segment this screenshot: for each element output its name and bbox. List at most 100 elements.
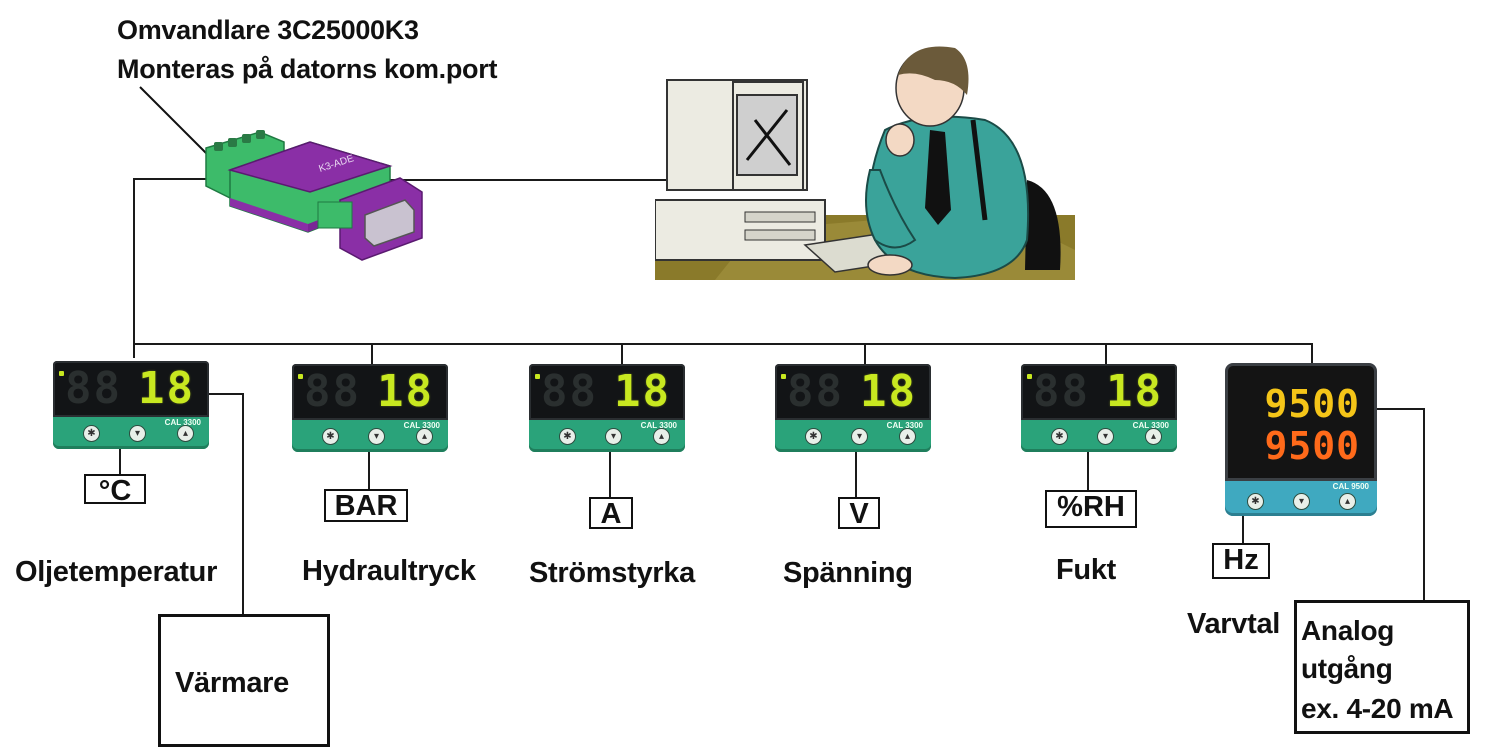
stem-2 bbox=[368, 452, 370, 489]
wire-drop-4 bbox=[864, 343, 866, 365]
wire-to-computer bbox=[385, 179, 668, 181]
up-button-icon[interactable]: ▴ bbox=[899, 428, 916, 445]
heater-wire-h bbox=[209, 393, 244, 395]
wire-bus bbox=[133, 343, 1313, 345]
meter-display: 88 18 bbox=[53, 361, 209, 417]
heater-label: Värmare bbox=[175, 667, 289, 699]
meter-reading: 18 bbox=[614, 366, 671, 417]
computer-user-illustration bbox=[655, 46, 1075, 280]
down-button-icon[interactable]: ▾ bbox=[129, 425, 146, 442]
down-button-icon[interactable]: ▾ bbox=[1097, 428, 1114, 445]
meter-ghost-digits: 88 bbox=[1033, 366, 1090, 417]
unit-box-celsius: °C bbox=[84, 474, 146, 506]
up-button-icon[interactable]: ▴ bbox=[416, 428, 433, 445]
meter-keypad: CAL 3300 ✱ ▾ ▴ bbox=[53, 417, 209, 449]
meter-reading: 18 bbox=[377, 366, 434, 417]
label-oil-temperature: Oljetemperatur bbox=[15, 556, 218, 588]
wire-drop-6 bbox=[1311, 343, 1313, 365]
converter-subtitle: Monteras på datorns kom.port bbox=[117, 54, 498, 84]
label-voltage: Spänning bbox=[783, 557, 913, 589]
analog-line2: utgång bbox=[1301, 653, 1393, 684]
star-button-icon[interactable]: ✱ bbox=[83, 425, 100, 442]
up-button-icon[interactable]: ▴ bbox=[1145, 428, 1162, 445]
wire-left-vertical bbox=[133, 178, 135, 358]
leader-line bbox=[139, 86, 211, 158]
unit-box-hz: Hz bbox=[1212, 543, 1270, 579]
wire-drop-5 bbox=[1105, 343, 1107, 365]
stem-3 bbox=[609, 452, 611, 497]
down-button-icon[interactable]: ▾ bbox=[1293, 493, 1310, 510]
star-button-icon[interactable]: ✱ bbox=[805, 428, 822, 445]
star-button-icon[interactable]: ✱ bbox=[559, 428, 576, 445]
temperature-meter: 88 18 CAL 3300 ✱ ▾ ▴ bbox=[53, 361, 209, 449]
unit-box-ampere: A bbox=[589, 497, 633, 529]
converter-title: Omvandlare 3C25000K3 bbox=[117, 15, 419, 45]
star-button-icon[interactable]: ✱ bbox=[322, 428, 339, 445]
heater-box: Värmare bbox=[158, 614, 330, 747]
analog-output-box: Analog utgång ex. 4-20 mA bbox=[1294, 600, 1470, 734]
label-hydraulic-pressure: Hydraultryck bbox=[302, 555, 476, 587]
label-rpm: Varvtal bbox=[1187, 608, 1281, 640]
down-button-icon[interactable]: ▾ bbox=[851, 428, 868, 445]
meter-keypad: CAL 3300 ✱ ▾ ▴ bbox=[775, 420, 931, 452]
meter-model: CAL 3300 bbox=[403, 421, 440, 430]
status-led bbox=[781, 374, 786, 379]
unit-box-volt: V bbox=[838, 497, 880, 529]
current-meter: 88 18 CAL 3300 ✱ ▾ ▴ bbox=[529, 364, 685, 452]
unit-box-bar: BAR bbox=[324, 489, 408, 522]
star-button-icon[interactable]: ✱ bbox=[1051, 428, 1068, 445]
label-humidity: Fukt bbox=[1056, 554, 1117, 586]
analog-wire-v bbox=[1423, 408, 1425, 600]
meter-model: CAL 3300 bbox=[1132, 421, 1169, 430]
meter-ghost-digits: 88 bbox=[304, 366, 361, 417]
meter-model: CAL 3300 bbox=[164, 418, 201, 427]
up-button-icon[interactable]: ▴ bbox=[653, 428, 670, 445]
humidity-meter: 88 18 CAL 3300 ✱ ▾ ▴ bbox=[1021, 364, 1177, 452]
rpm-model: CAL 9500 bbox=[1332, 482, 1369, 491]
rpm-reading-top: 9500 bbox=[1264, 382, 1360, 426]
meter-reading: 18 bbox=[138, 363, 195, 414]
meter-ghost-digits: 88 bbox=[541, 366, 598, 417]
meter-model: CAL 3300 bbox=[886, 421, 923, 430]
status-led bbox=[298, 374, 303, 379]
stem-5 bbox=[1087, 452, 1089, 490]
star-button-icon[interactable]: ✱ bbox=[1247, 493, 1264, 510]
up-button-icon[interactable]: ▴ bbox=[177, 425, 194, 442]
meter-keypad: CAL 3300 ✱ ▾ ▴ bbox=[292, 420, 448, 452]
analog-line3: ex. 4-20 mA bbox=[1301, 693, 1454, 724]
rpm-display: 9500 9500 bbox=[1225, 363, 1377, 481]
meter-keypad: CAL 3300 ✱ ▾ ▴ bbox=[1021, 420, 1177, 452]
meter-reading: 18 bbox=[1106, 366, 1163, 417]
wire-top-left bbox=[133, 178, 225, 180]
down-button-icon[interactable]: ▾ bbox=[368, 428, 385, 445]
rpm-meter: 9500 9500 CAL 9500 ✱ ▾ ▴ bbox=[1225, 363, 1377, 516]
meter-display: 88 18 bbox=[775, 364, 931, 420]
meter-reading: 18 bbox=[860, 366, 917, 417]
rpm-reading-bottom: 9500 bbox=[1264, 424, 1360, 468]
stem-1 bbox=[119, 449, 121, 475]
meter-model: CAL 3300 bbox=[640, 421, 677, 430]
voltage-meter: 88 18 CAL 3300 ✱ ▾ ▴ bbox=[775, 364, 931, 452]
pressure-meter: 88 18 CAL 3300 ✱ ▾ ▴ bbox=[292, 364, 448, 452]
meter-display: 88 18 bbox=[292, 364, 448, 420]
meter-keypad: CAL 3300 ✱ ▾ ▴ bbox=[529, 420, 685, 452]
status-led bbox=[1027, 374, 1032, 379]
analog-wire-h bbox=[1377, 408, 1425, 410]
meter-ghost-digits: 88 bbox=[65, 363, 122, 414]
wire-drop-2 bbox=[371, 343, 373, 365]
status-led bbox=[59, 371, 64, 376]
heater-wire-v bbox=[242, 393, 244, 615]
up-button-icon[interactable]: ▴ bbox=[1339, 493, 1356, 510]
wire-drop-3 bbox=[621, 343, 623, 365]
meter-display: 88 18 bbox=[529, 364, 685, 420]
unit-box-rh: %RH bbox=[1045, 490, 1137, 528]
serial-adapter-illustration: K3-ADE bbox=[205, 130, 423, 261]
meter-ghost-digits: 88 bbox=[787, 366, 844, 417]
label-current: Strömstyrka bbox=[529, 557, 695, 589]
analog-line1: Analog bbox=[1301, 615, 1395, 646]
rpm-keypad: CAL 9500 ✱ ▾ ▴ bbox=[1225, 481, 1377, 516]
down-button-icon[interactable]: ▾ bbox=[605, 428, 622, 445]
stem-4 bbox=[855, 452, 857, 497]
meter-display: 88 18 bbox=[1021, 364, 1177, 420]
stem-6 bbox=[1242, 516, 1244, 544]
